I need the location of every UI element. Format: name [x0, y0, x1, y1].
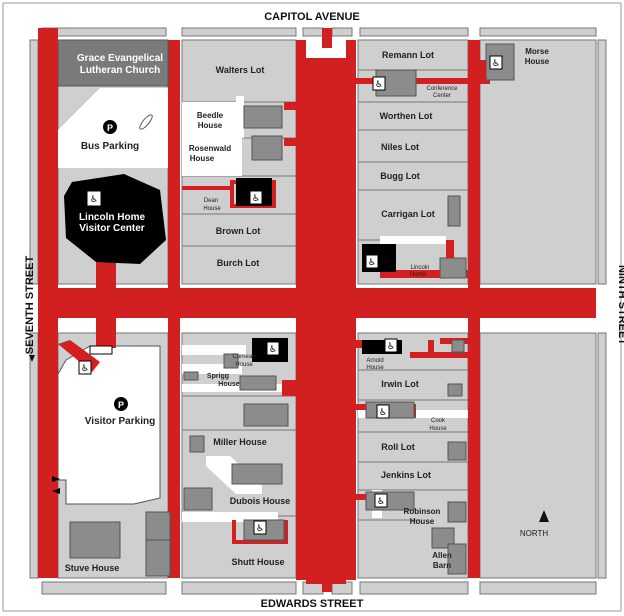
parking-icon-bus: P	[103, 120, 117, 134]
svg-text:♿: ♿	[387, 342, 395, 352]
svg-text:♿: ♿	[90, 195, 98, 205]
bus-icon	[139, 114, 153, 130]
morse-house-label-1: Morse	[525, 47, 549, 56]
carrigan-lot-label: Carrigan Lot	[381, 209, 435, 219]
brown-lot-label: Brown Lot	[216, 226, 261, 236]
parking-icon-visitor: P	[114, 397, 128, 411]
worthen-lot-label: Worthen Lot	[380, 111, 433, 121]
accessible-icon: ♿	[372, 76, 386, 91]
shutt-house-label: Shutt House	[232, 557, 285, 567]
lincoln-home-label-2: Home	[410, 272, 427, 278]
rosenwald-house-label-1: Rosenwald	[189, 144, 231, 153]
accessible-icon: ♿	[266, 341, 280, 356]
svg-text:♿: ♿	[375, 80, 383, 90]
dean-house-label-2: House	[203, 206, 221, 212]
conference-center-label-2: Center	[433, 93, 451, 99]
accessible-icon: ♿	[249, 190, 263, 205]
visitor-center-label-2: Visitor Center	[79, 223, 144, 234]
stuve-house-label: Stuve House	[65, 563, 120, 573]
accessible-icon: ♿	[384, 338, 398, 353]
svg-text:P: P	[118, 400, 124, 410]
accessible-icon: ♿	[87, 191, 101, 206]
svg-text:♿: ♿	[256, 524, 264, 534]
remann-lot-label: Remann Lot	[382, 50, 434, 60]
church-label-line2: Lutheran Church	[80, 65, 161, 76]
burch-lot-label: Burch Lot	[217, 258, 260, 268]
svg-text:♿: ♿	[252, 194, 260, 204]
cook-house-label-2: House	[429, 426, 447, 432]
south-arrow-icon	[29, 355, 35, 362]
roll-lot-label: Roll Lot	[381, 442, 415, 452]
robinson-house-label-2: House	[410, 517, 435, 526]
svg-text:♿: ♿	[377, 497, 385, 507]
accessible-icon: ♿	[489, 55, 503, 70]
svg-text:P: P	[107, 123, 113, 133]
irwin-lot-label: Irwin Lot	[381, 379, 419, 389]
visitor-center-label-1: Lincoln Home	[79, 212, 146, 223]
svg-text:♿: ♿	[269, 345, 277, 355]
accessible-icon: ♿	[374, 493, 388, 508]
sprigg-house-label-1: Sprigg	[207, 373, 229, 380]
rosenwald-house-label-2: House	[190, 154, 215, 163]
svg-text:♿: ♿	[379, 408, 387, 418]
accessible-icon: ♿	[253, 520, 267, 535]
seventh-street-label: SEVENTH STREET	[24, 256, 36, 355]
dean-house-label-1: Dean	[204, 198, 218, 204]
beedle-house-label-2: House	[198, 121, 223, 130]
dubois-house-label: Dubois House	[230, 496, 291, 506]
capitol-avenue-label: CAPITOL AVENUE	[264, 11, 360, 23]
bus-parking-label: Bus Parking	[81, 141, 139, 152]
arnold-house-label-2: House	[366, 365, 384, 371]
svg-text:♿: ♿	[81, 364, 89, 374]
lincoln-home-label-1: Lincoln	[410, 265, 429, 271]
church-label-line1: Grace Evangelical	[77, 53, 163, 64]
accessible-icon: ♿	[365, 254, 379, 269]
morse-house-label-2: House	[525, 57, 550, 66]
edwards-street-label: EDWARDS STREET	[261, 598, 364, 610]
robinson-house-label-1: Robinson	[404, 507, 441, 516]
jenkins-lot-label: Jenkins Lot	[381, 470, 431, 480]
sprigg-house-label-2: House	[218, 381, 240, 388]
corneau-house-label-1: Corneau	[232, 354, 255, 360]
allen-barn-label-2: Barn	[433, 561, 451, 570]
bugg-lot-label: Bugg Lot	[380, 171, 420, 181]
visitor-parking-label: Visitor Parking	[85, 416, 155, 427]
svg-text:♿: ♿	[492, 59, 500, 69]
svg-text:♿: ♿	[368, 258, 376, 268]
ninth-street-label: NINTH STREET	[616, 265, 624, 345]
allen-barn-label-1: Allen	[432, 551, 452, 560]
beedle-house-label-1: Beedle	[197, 111, 224, 120]
miller-house-label: Miller House	[213, 437, 267, 447]
walters-lot-label: Walters Lot	[216, 65, 265, 75]
arnold-house-label-1: Arnold	[366, 358, 383, 364]
north-arrow-icon	[539, 510, 549, 522]
accessible-icon: ♿	[376, 404, 390, 419]
conference-center-label-1: Conference	[426, 86, 458, 92]
niles-lot-label: Niles Lot	[381, 142, 419, 152]
accessible-icon: ♿	[78, 360, 92, 375]
cook-house-label-1: Cook	[431, 418, 446, 424]
corneau-house-label-2: House	[235, 362, 253, 368]
place-labels: Grace Evangelical Lutheran Church Walter…	[65, 47, 550, 573]
entrance-arrows	[52, 476, 60, 494]
north-label: NORTH	[520, 529, 549, 538]
